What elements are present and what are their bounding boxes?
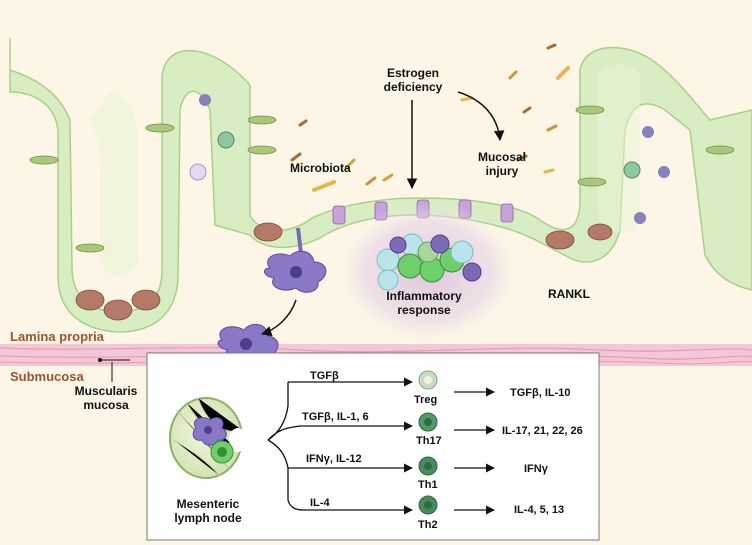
submucosa-label: Submucosa xyxy=(10,369,84,384)
pathway-cell-1: Treg xyxy=(414,394,438,406)
th17-cell xyxy=(418,412,438,432)
mucosal-injury-label: Mucosal injury xyxy=(477,150,526,178)
th1-cell xyxy=(418,456,438,476)
pathway-cell-2: Th17 xyxy=(416,435,442,447)
pathway-cell-4: Th2 xyxy=(418,519,438,531)
th2-cell xyxy=(418,495,438,515)
inflammatory-cell-cluster xyxy=(376,233,482,291)
dendritic-cell-epithelial xyxy=(264,227,327,293)
pathway-stimulus-2: TGFβ, IL-1, 6 xyxy=(302,411,369,423)
intestinal-epithelium xyxy=(9,38,752,333)
pathway-stimulus-1: TGFβ xyxy=(310,370,339,382)
pathway-output-2: IL-17, 21, 22, 26 xyxy=(502,425,583,437)
lymph-node-illustration xyxy=(169,397,247,479)
pathway-output-4: IL-4, 5, 13 xyxy=(514,504,565,516)
rankl-label: RANKL xyxy=(548,287,590,301)
scattered-immune-cells xyxy=(189,94,670,224)
inflammatory-response-label: Inflammatory response xyxy=(386,289,462,317)
pathway-stimulus-3: IFNγ, IL-12 xyxy=(306,453,362,465)
microbiota-label: Microbiota xyxy=(290,161,351,175)
muscularis-mucosa-label: Muscularis mucosa xyxy=(74,384,138,412)
mesenteric-lymph-node-label: Mesenteric lymph node xyxy=(174,497,242,525)
treg-cell xyxy=(418,370,438,390)
differentiation-branches xyxy=(267,377,495,515)
estrogen-deficiency-label: Estrogen deficiency xyxy=(383,66,443,94)
pathway-stimulus-4: IL-4 xyxy=(310,497,330,509)
pathway-output-1: TGFβ, IL-10 xyxy=(510,387,571,399)
pathway-cell-3: Th1 xyxy=(418,479,438,491)
pathway-output-3: IFNγ xyxy=(524,463,548,475)
microbiota-particles xyxy=(290,43,570,192)
lamina-propria-label: Lamina propria xyxy=(10,329,104,344)
